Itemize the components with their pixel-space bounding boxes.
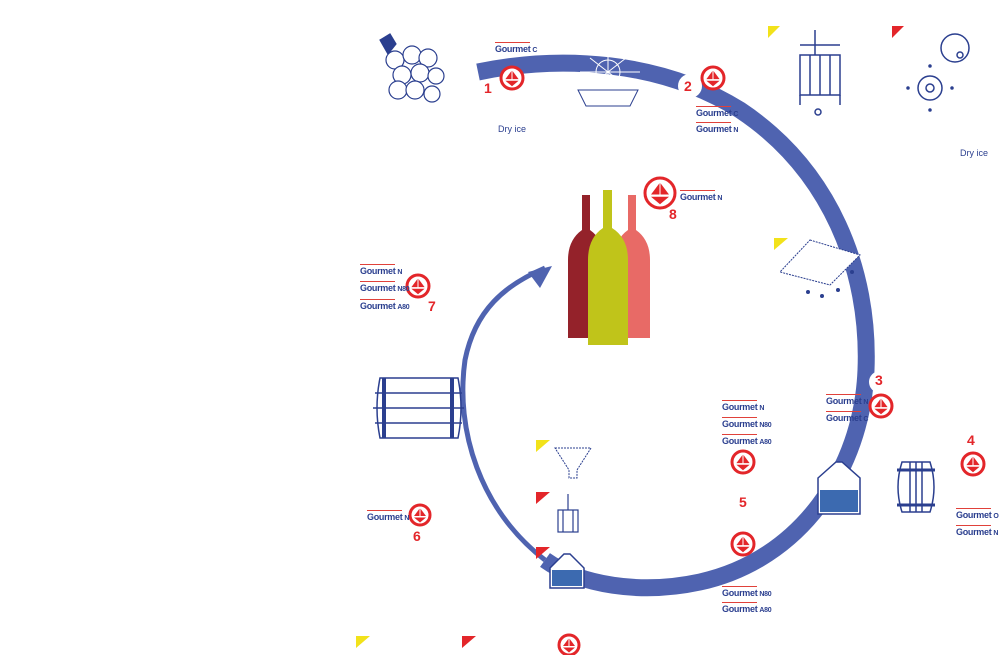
hopper-icon [577, 89, 639, 107]
gas-marker-icon [499, 65, 525, 91]
arrow-head-icon [528, 266, 552, 288]
gas-marker-icon [408, 503, 432, 527]
filter-plate-icon [779, 239, 861, 298]
step-number: 4 [967, 432, 975, 448]
dry-ice-label: Dry ice [498, 124, 527, 134]
step-number: 5 [739, 494, 747, 510]
gas-marker-icon [643, 176, 677, 210]
step-number: 1 [484, 80, 492, 96]
bottles-icon [568, 190, 650, 345]
tank-small-icon [549, 553, 585, 589]
press-icon [799, 30, 841, 116]
destemmer-icon [580, 55, 640, 90]
gas-marker-icon [405, 273, 431, 299]
gas-marker-icon [700, 65, 726, 91]
gas-marker-icon [730, 531, 756, 557]
tank-icon [817, 461, 861, 515]
flag-icons [356, 26, 904, 648]
step-number: 8 [669, 206, 677, 222]
barrel-icon [897, 461, 935, 513]
cold-maceration-icon [906, 33, 970, 112]
step-number: 6 [413, 528, 421, 544]
step-number: 7 [428, 298, 436, 314]
grapes-icon [379, 33, 445, 103]
process-ring-thin [460, 265, 547, 562]
gas-marker-icon [960, 451, 986, 477]
gas-marker-icon [868, 393, 894, 419]
funnel-icon [554, 447, 592, 479]
dry-ice-label: Dry ice [960, 148, 989, 158]
small-press-icon [557, 494, 579, 533]
barrel-large-icon [373, 377, 464, 439]
process-ring-thick [476, 54, 875, 597]
gas-marker-icon [557, 633, 581, 655]
step-number: 3 [875, 372, 883, 388]
step-number: 2 [684, 78, 692, 94]
gas-marker-icon [730, 449, 756, 475]
